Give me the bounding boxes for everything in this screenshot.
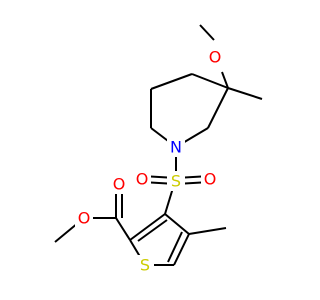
bond-c2-c3-thiophene-a: [129, 213, 166, 241]
molecule-structure: O N S O O O O S: [54, 24, 263, 275]
atom-o-sulfonyl-right-label: O: [204, 170, 217, 189]
molecule-diagram: O N S O O O O S: [54, 24, 263, 275]
bond-o-methoxy-c3: [221, 71, 229, 89]
atom-labels: O N S O O O O S: [75, 48, 224, 275]
atom-o-ester: O: [75, 208, 93, 228]
bond-c3-c4: [191, 73, 229, 89]
atom-o-sulfonyl-left-label: O: [136, 170, 149, 189]
atom-n-ring: N: [167, 137, 185, 157]
atom-o-carbonyl: O: [110, 174, 128, 194]
atom-o-methoxy: O: [206, 48, 224, 68]
atom-o-sulfonyl-left: O: [133, 169, 151, 189]
bond-c4-c5-thiophene-b: [167, 231, 183, 263]
bond-methyl-o-methoxy: [199, 24, 215, 41]
atom-s-thiophene-label: S: [140, 256, 150, 275]
bond-c3-c4-thiophene: [164, 213, 190, 235]
atom-s-sulfonyl: S: [167, 171, 185, 191]
atom-o-sulfonyl-right: O: [201, 169, 219, 189]
bond-c2-carbonyl-c: [115, 217, 131, 241]
atom-o-carbonyl-label: O: [113, 175, 126, 194]
atom-o-methoxy-label: O: [209, 48, 222, 67]
bond-c4-methyl: [188, 227, 227, 235]
bonds: [54, 24, 263, 266]
bond-c4-c5-thiophene-a: [173, 233, 190, 266]
atom-o-ester-label: O: [78, 209, 91, 228]
atom-n-ring-label: N: [170, 138, 182, 157]
atom-s-sulfonyl-label: S: [171, 172, 181, 191]
atom-s-thiophene: S: [136, 255, 154, 275]
bond-c2-c3: [207, 87, 229, 129]
bond-c2-c3-thiophene-b: [137, 219, 168, 242]
bond-c4-c5: [150, 73, 193, 90]
bond-c3-methyl: [227, 87, 263, 100]
